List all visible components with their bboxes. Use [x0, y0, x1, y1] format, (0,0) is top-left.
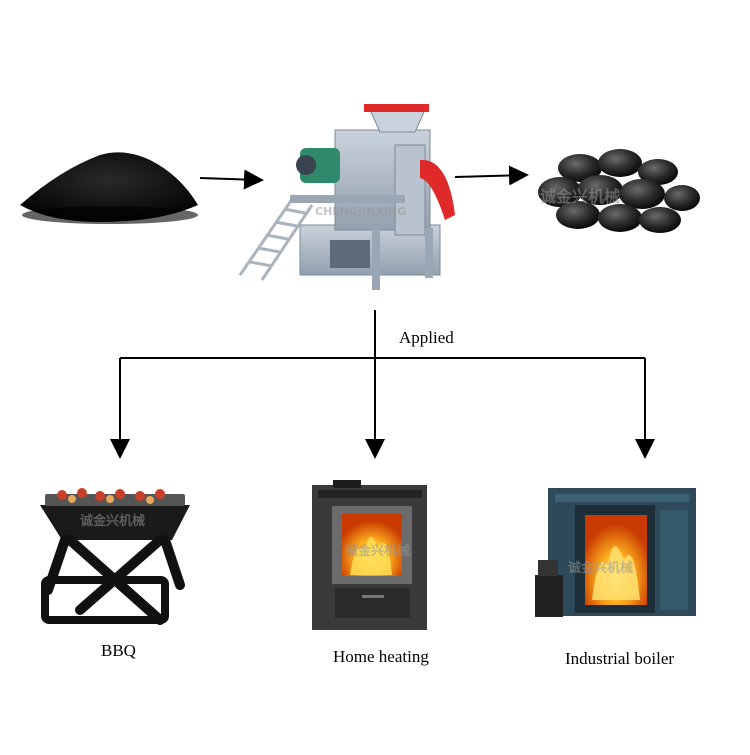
industrial-boiler-image: 诚金兴机械 — [535, 488, 696, 617]
application-label-home-heating: Home heating — [333, 647, 429, 666]
arrow-powder-to-machine — [199, 169, 264, 190]
briquette-machine-image: CHENGJINXING — [238, 104, 455, 290]
coal-briquettes-image: 诚金兴机械 — [538, 149, 700, 233]
svg-text:诚金兴机械: 诚金兴机械 — [540, 187, 620, 206]
arrow-machine-to-briquettes — [454, 165, 529, 186]
distribution-arrows — [110, 310, 655, 459]
application-label-industrial-boiler: Industrial boiler — [565, 649, 675, 668]
svg-text:CHENGJINXING: CHENGJINXING — [315, 205, 406, 218]
application-label-bbq: BBQ — [101, 641, 136, 660]
coal-powder-image — [20, 152, 198, 224]
home-heating-stove-image: 诚金兴机械 — [312, 480, 427, 630]
svg-text:诚金兴机械: 诚金兴机械 — [80, 513, 145, 529]
svg-text:诚金兴机械: 诚金兴机械 — [568, 560, 633, 576]
bbq-grill-image: 诚金兴机械 — [40, 488, 190, 625]
svg-text:诚金兴机械: 诚金兴机械 — [345, 543, 410, 559]
applied-label: Applied — [399, 328, 454, 347]
